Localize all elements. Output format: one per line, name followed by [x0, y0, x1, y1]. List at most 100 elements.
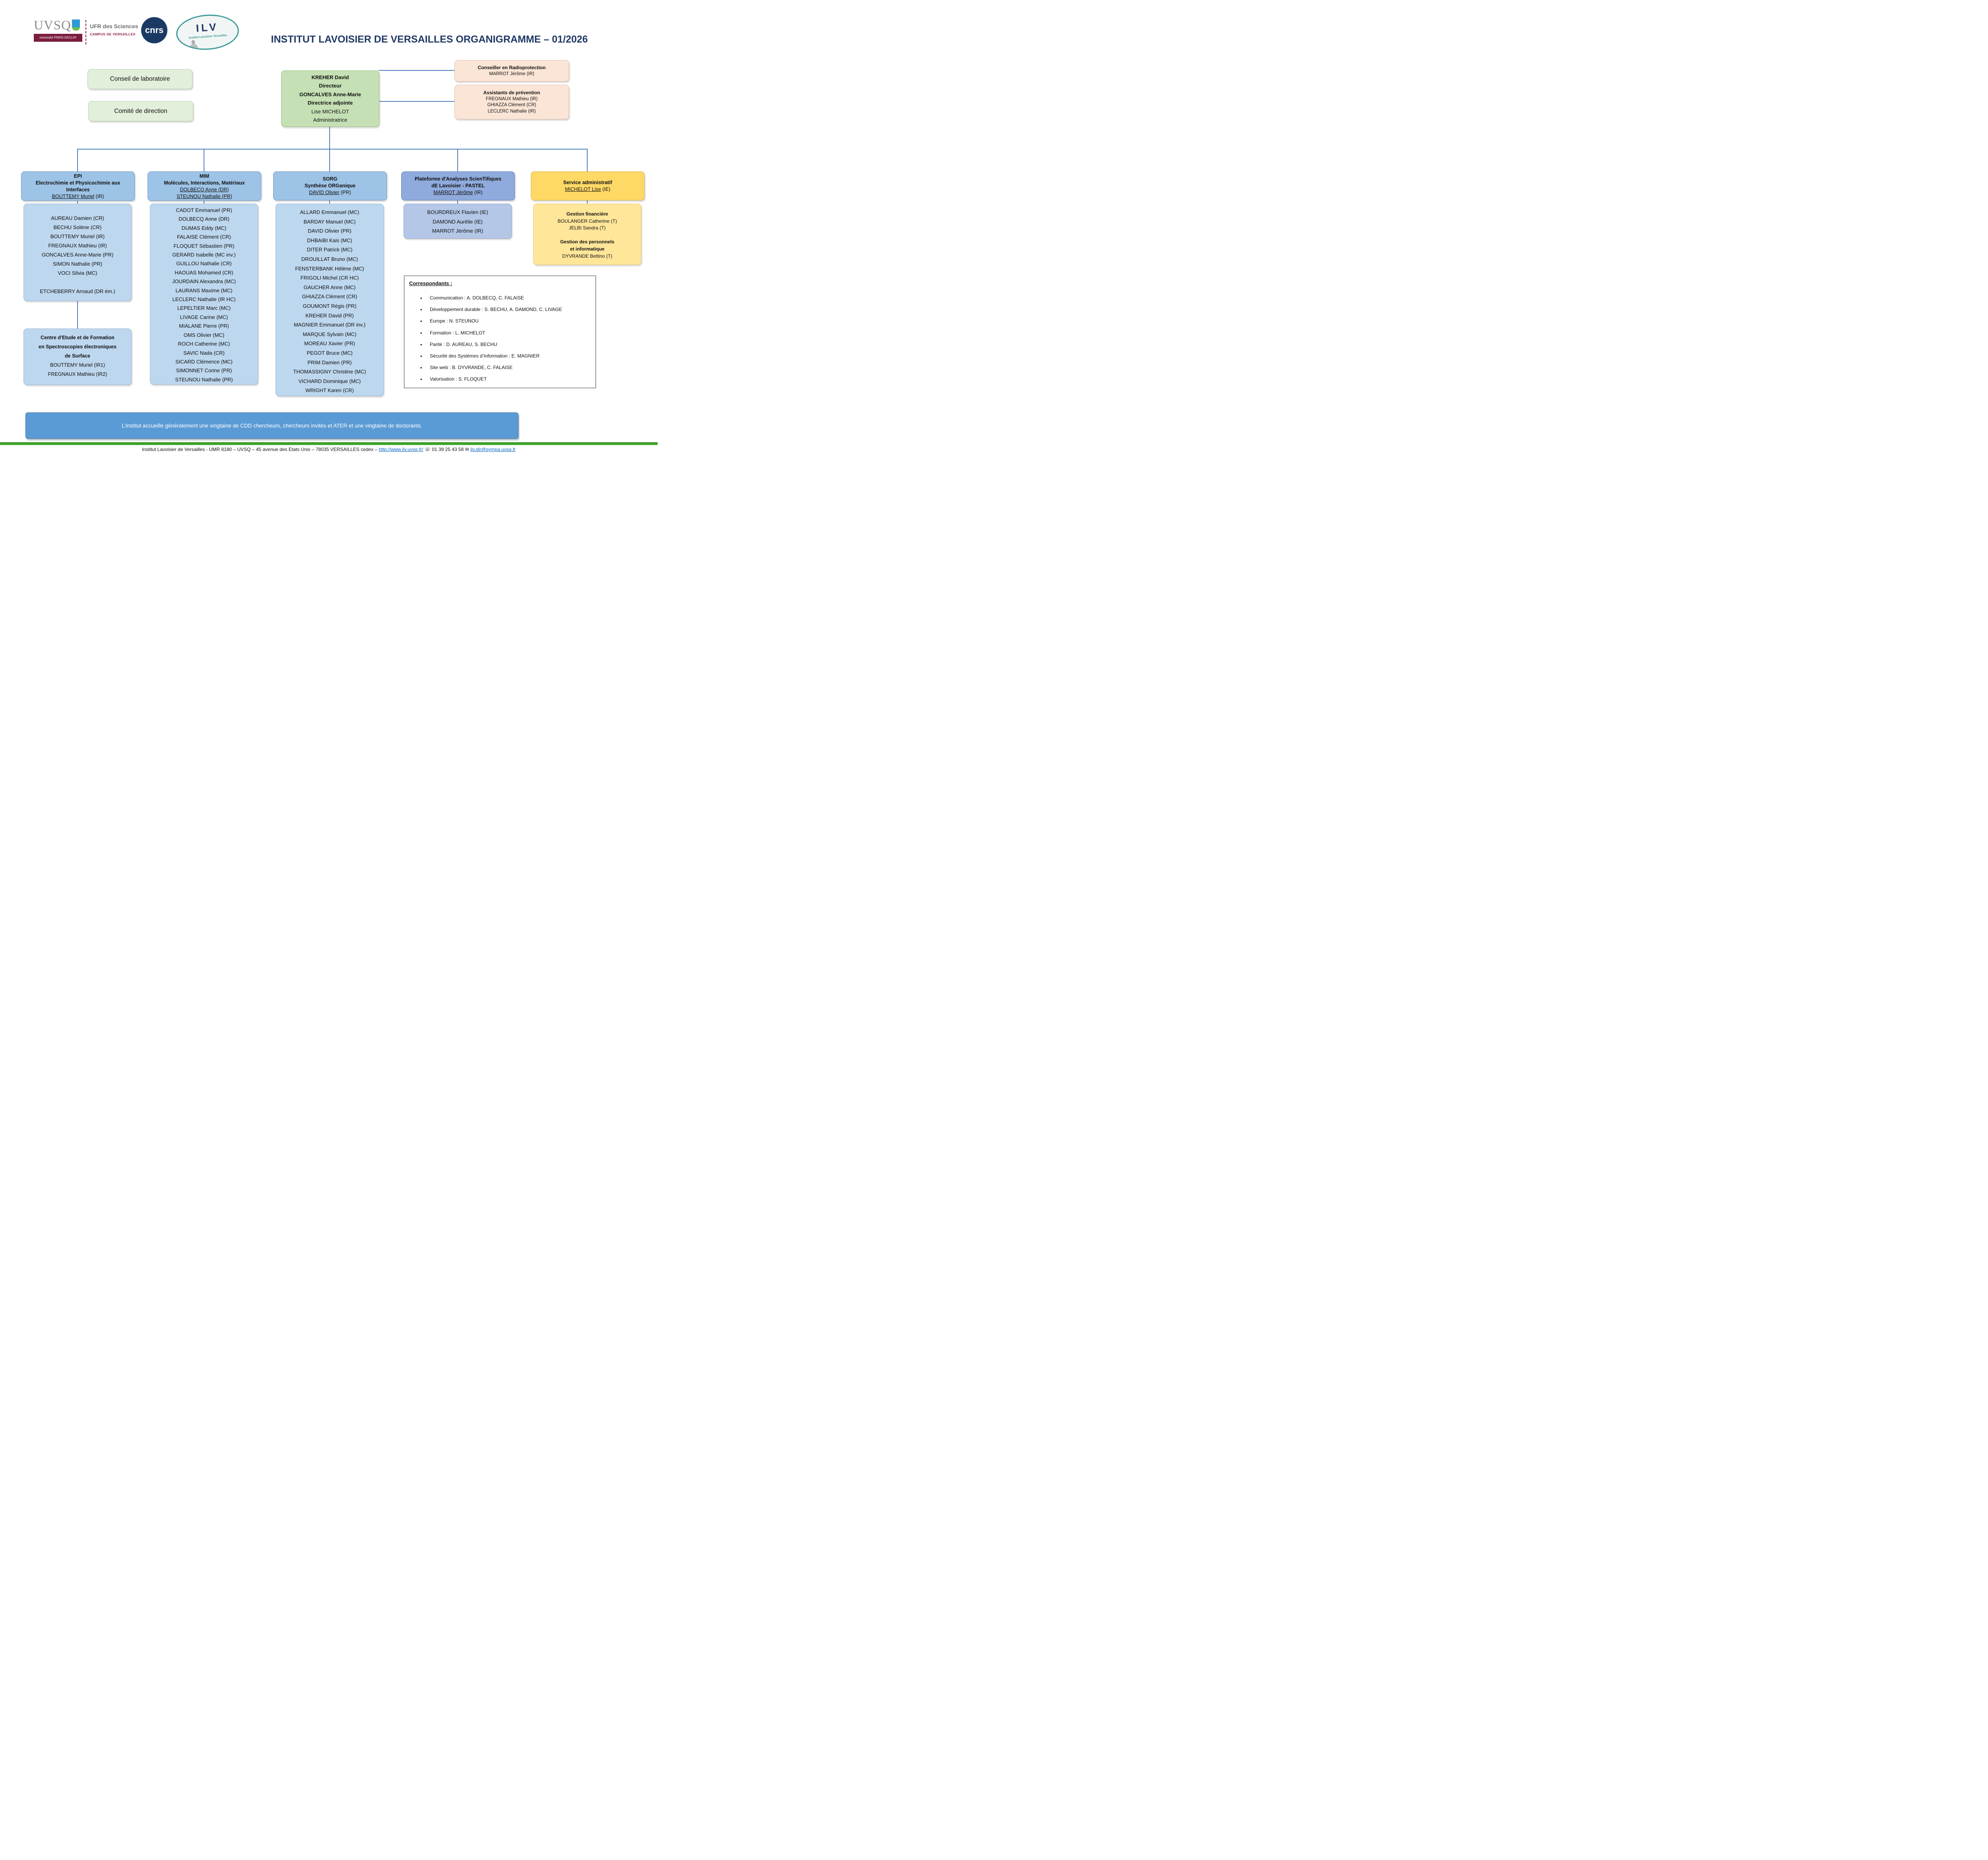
page-title: INSTITUT LAVOISIER DE VERSAILLES ORGANIG… — [271, 34, 588, 45]
direction-line: Lise MICHELOT — [311, 108, 349, 115]
unit-members-sorg: ALLARD Emmanuel (MC)BARDAY Manuel (MC)DA… — [276, 204, 384, 396]
correspondant-item: Communication : A. DOLBECQ, C. FALAISE — [404, 292, 596, 304]
member-row: DUMAS Eddy (MC) — [181, 225, 227, 231]
centre-etude-box: Centre d'Etude et de Formation en Spectro… — [23, 328, 132, 385]
member-row: JOURDAIN Alexandra (MC) — [172, 278, 236, 285]
member-row: DHBAIBI Kais (MC) — [307, 237, 352, 243]
member-row: MOREAU Xavier (PR) — [304, 340, 355, 347]
member-row: ALLARD Emmanuel (MC) — [300, 209, 359, 215]
member-row: BARDAY Manuel (MC) — [303, 218, 356, 225]
member-row: FENSTERBANK Hélène (MC) — [295, 265, 364, 272]
centre-title-line: Centre d'Etude et de Formation — [41, 335, 115, 340]
unit-leader: STEUNOU Nathalie (PR) — [177, 193, 232, 199]
comite-direction-label: Comité de direction — [114, 107, 167, 115]
unit-title-line: SORG — [322, 176, 338, 182]
member-row: ETCHEBERRY Arnaud (DR ém.) — [40, 288, 115, 294]
direction-line: Directeur — [318, 83, 342, 89]
footer-website-link[interactable]: http://www.ilv.uvsq.fr/ — [379, 447, 423, 452]
member-row: BOUTTEMY Muriel (IR) — [50, 233, 105, 239]
unit-title-line: Synthèse ORGanique — [305, 183, 355, 189]
member-row: VOCI Silvia (MC) — [58, 270, 97, 276]
correspondant-item: Valorisation : S. FLOQUET — [404, 373, 596, 385]
member-row: THOMASSIGNY Christine (MC) — [293, 369, 366, 375]
member-row: SICARD Clémence (MC) — [175, 358, 233, 365]
correspondant-item: Site web : B. DYVRANDE, C. FALAISE — [404, 362, 596, 373]
member-row: JELBI Sandra (T) — [569, 225, 606, 231]
unit-title-line: dE Lavoisier - PASTEL — [431, 183, 485, 189]
footer-address: Institut Lavoisier de Versailles - UMR 8… — [142, 447, 379, 452]
connector-drop-sorg — [329, 149, 330, 171]
member-row: LAURANS Maxime (MC) — [175, 287, 233, 293]
unit-leader: DOLBECQ Anne (DR) — [180, 187, 229, 192]
logo-separator — [85, 20, 86, 45]
connector-drop-epi — [77, 149, 78, 171]
member-row: FREGNAUX Mathieu (IR) — [48, 243, 107, 249]
phone-icon: ☏ — [424, 447, 431, 452]
member-row: DYVRANDE Bettino (T) — [562, 253, 613, 259]
member-row: GHIAZZA Clément (CR) — [302, 293, 357, 300]
correspondant-item: Formation : L. MICHELOT — [404, 327, 596, 339]
correspondants-box: Correspondants : Communication : A. DOLB… — [404, 276, 596, 388]
member-row: DROUILLAT Bruno (MC) — [301, 256, 358, 262]
fax-icon: ✉ — [465, 447, 469, 452]
direction-line: Directrice adjointe — [307, 100, 353, 106]
member-row: GERARD Isabelle (MC inv.) — [172, 252, 236, 258]
correspondant-item: Parité : D. AUREAU, S. BECHU — [404, 339, 596, 350]
centre-title-line: en Spectroscopies électroniques — [39, 344, 116, 350]
uvsq-logo: UVSQ université PARIS-SACLAY — [34, 19, 83, 45]
member-row: WRIGHT Karen (CR) — [305, 387, 354, 394]
prevention-title: Assistants de prévention — [483, 89, 540, 95]
member-row: OMS Olivier (MC) — [183, 332, 225, 338]
connector-distribution — [77, 149, 588, 150]
member-row: SAVIC Nada (CR) — [183, 350, 225, 356]
conseil-laboratoire-label: Conseil de laboratoire — [110, 76, 170, 82]
unit-members-epi: AUREAU Damien (CR)BECHU Solène (CR)BOUTT… — [23, 204, 132, 301]
prevention-member: LECLERC Nathalie (IR) — [487, 109, 536, 114]
unit-leader: DAVID Olivier (PR) — [309, 190, 351, 195]
member-row: GUILLOU Nathalie (CR) — [176, 260, 232, 267]
direction-line: KREHER David — [311, 74, 349, 80]
connector-drop-admin — [587, 149, 588, 171]
radioprotection-box: Conseiller en Radioprotection MARROT Jér… — [454, 60, 569, 82]
lavoisier-portrait-icon — [189, 43, 198, 49]
connector-epi-centre — [77, 301, 78, 328]
correspondant-item: Sécurité des Systèmes d’Information : E.… — [404, 350, 596, 362]
connector-sorg-members — [329, 200, 330, 204]
footer-email-link[interactable]: ilv.dir@sympa.uvsq.fr — [470, 447, 516, 452]
unit-title-line: EPI — [74, 173, 82, 179]
conseil-laboratoire-box: Conseil de laboratoire — [87, 69, 192, 89]
centre-title-line: de Surface — [65, 353, 90, 359]
unit-title-line: Plateforme d'Analyses ScienTifiques — [414, 176, 502, 182]
unit-title-line: MIM — [199, 173, 210, 179]
unit-header-admin: Service administratif MICHELOT Lise (IE) — [531, 171, 645, 200]
ilv-logo: ILV Institut Lavoisier Versailles — [175, 12, 240, 52]
member-row: GONCALVES Anne-Marie (PR) — [41, 252, 114, 258]
cnrs-logo: cnrs — [141, 17, 167, 43]
member-row: Gestion financière — [566, 211, 608, 217]
member-row: MIALANE Pierre (PR) — [179, 323, 229, 329]
member-row: BOULANGER Catherine (T) — [557, 218, 617, 224]
member-row: LECLERC Nathalie (IR HC) — [172, 296, 236, 303]
footer-green-bar — [0, 442, 658, 445]
member-row: Gestion des personnels — [560, 239, 615, 245]
member-row: BOURDREUX Flavien (IE) — [427, 209, 488, 215]
member-row: FLOQUET Sébastien (PR) — [173, 243, 235, 249]
member-row: DITER Patrick (MC) — [307, 247, 353, 253]
member-row: BECHU Solène (CR) — [53, 224, 102, 230]
member-row: LIVAGE Carine (MC) — [180, 314, 228, 320]
member-row: SIMONNET Corine (PR) — [176, 367, 232, 374]
campus-versailles-label: CAMPUS DE VERSAILLES — [90, 32, 136, 36]
member-row: PEGOT Bruce (MC) — [307, 350, 353, 356]
direction-line: GONCALVES Anne-Marie — [299, 91, 361, 97]
unit-title-line: Interfaces — [66, 187, 90, 192]
member-row: FALAISE Clément (CR) — [177, 234, 231, 240]
member-row: DOLBECQ Anne (DR) — [179, 216, 229, 222]
ufr-des-sciences-label: UFR des Sciences — [90, 23, 138, 29]
uvsq-shield-icon — [72, 19, 80, 31]
uvsq-wordmark: UVSQ — [34, 18, 71, 33]
member-row: SIMON Nathalie (PR) — [52, 261, 103, 267]
member-row: PRIM Damien (PR) — [307, 359, 352, 365]
